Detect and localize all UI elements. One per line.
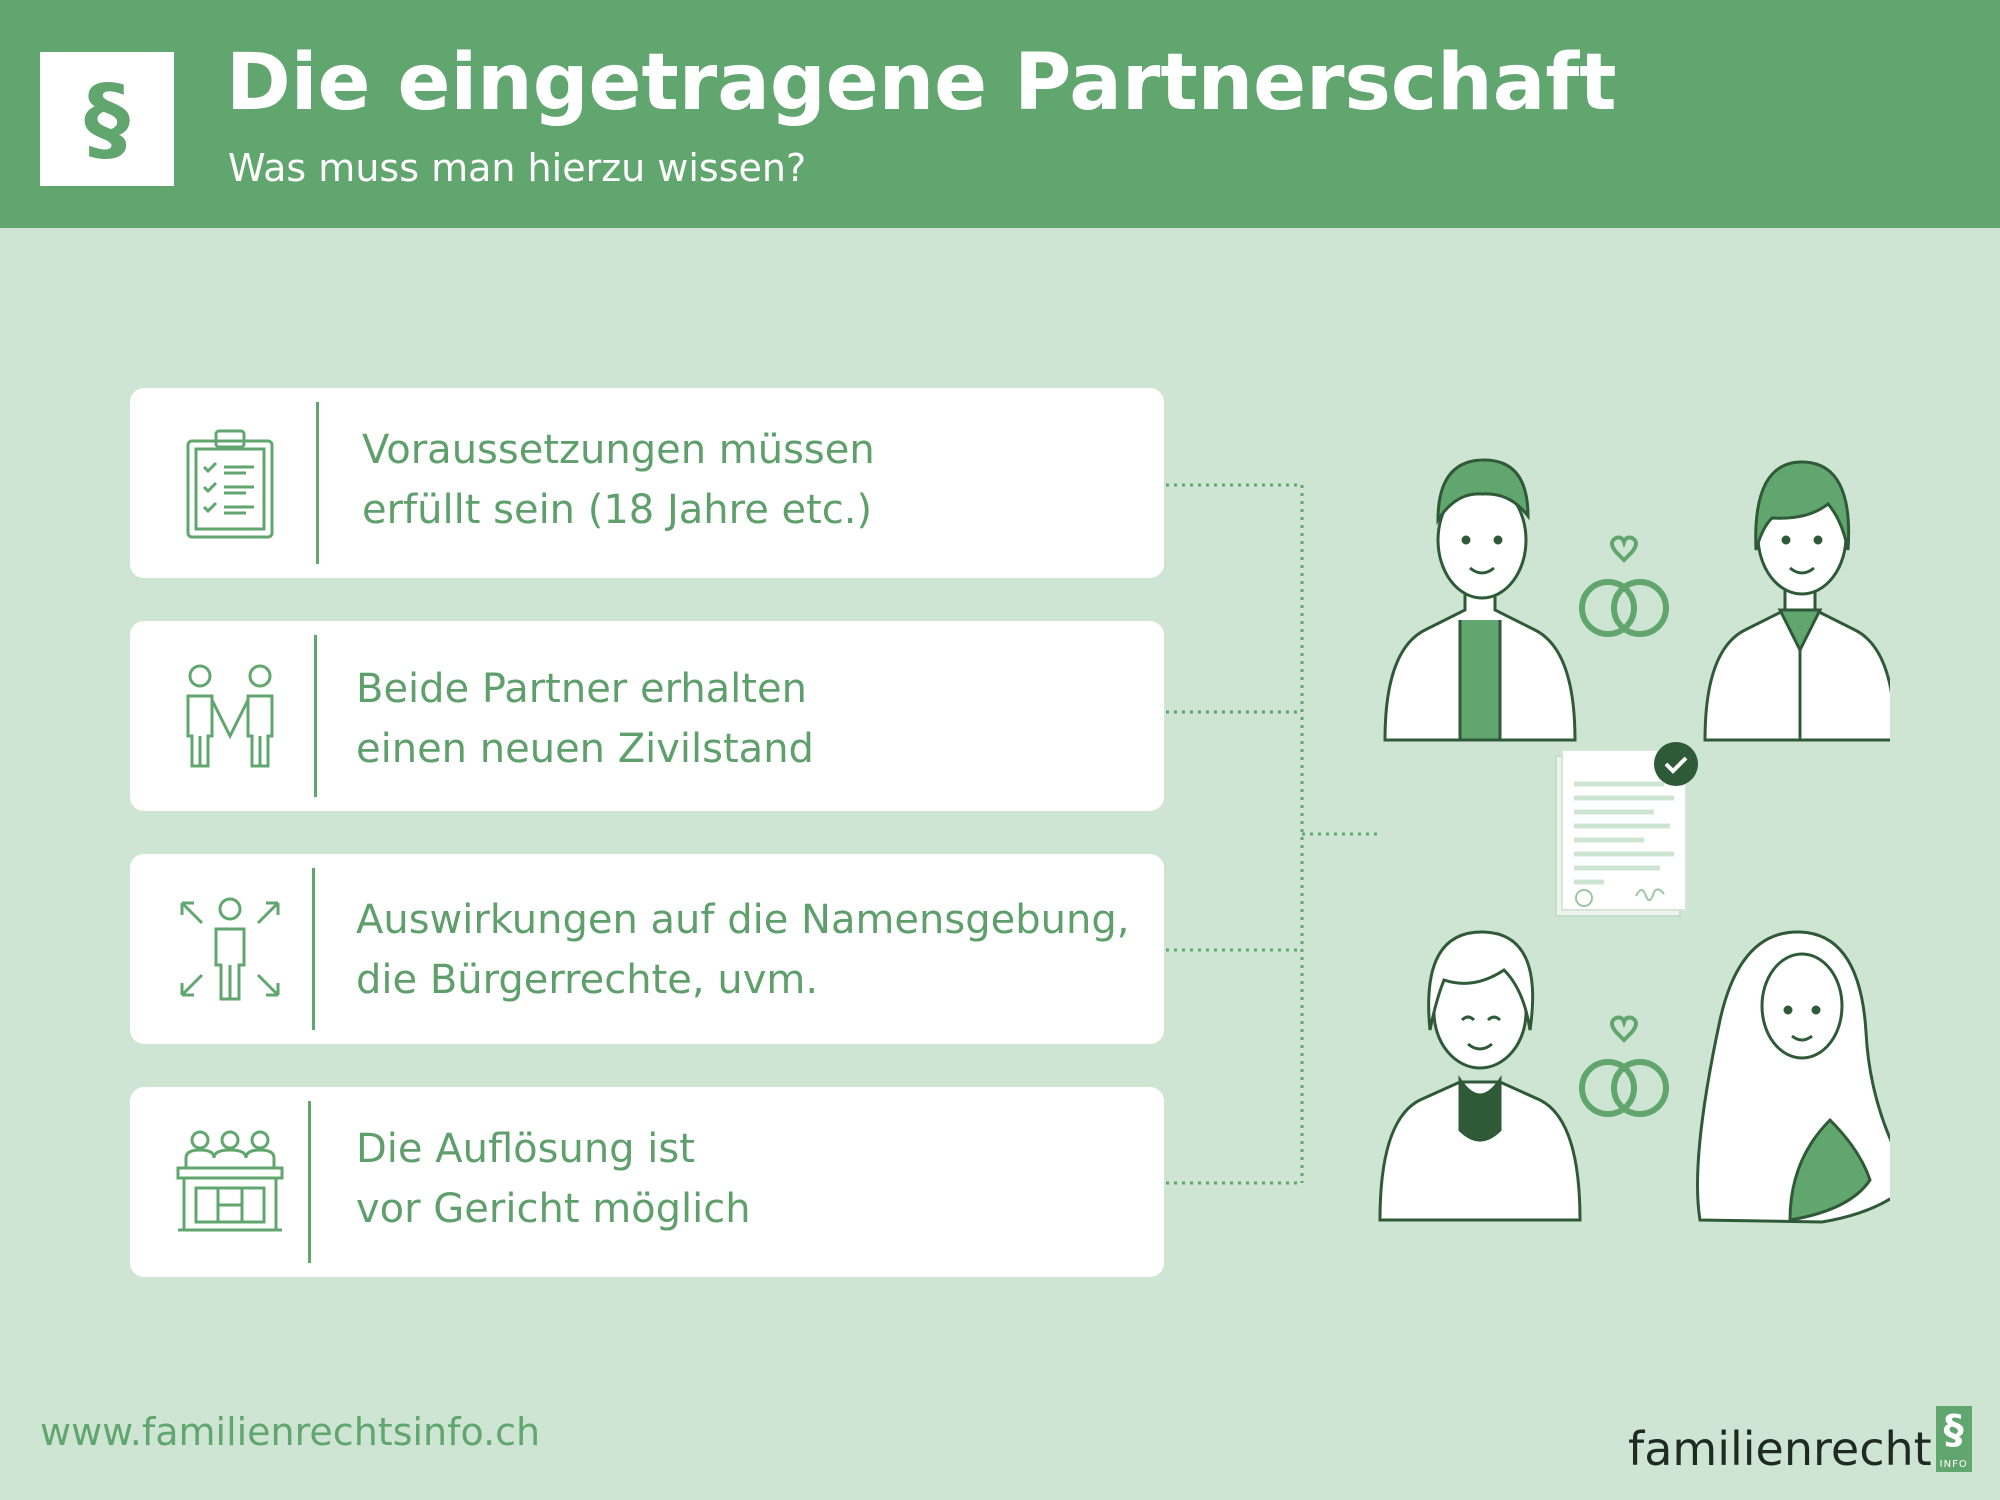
male-couple-icon [1383, 458, 1890, 742]
card-divider [312, 868, 315, 1030]
card-line-2: vor Gericht möglich [356, 1186, 751, 1232]
wedding-rings-heart-icon [1579, 1015, 1669, 1117]
info-card-civil-status: Beide Partner erhalten einen neuen Zivil… [130, 621, 1164, 811]
card-divider [316, 402, 319, 564]
info-card-requirements: Voraussetzungen müssen erfüllt sein (18 … [130, 388, 1164, 578]
info-card-dissolution: Die Auflösung ist vor Gericht möglich [130, 1087, 1164, 1277]
info-card-effects: Auswirkungen auf die Namensgebung, die B… [130, 854, 1164, 1044]
header-banner: § Die eingetragene Partnerschaft Was mus… [0, 0, 2000, 228]
card-line-1: Auswirkungen auf die Namensgebung, [356, 897, 1130, 943]
man-left-figure [1383, 458, 1577, 742]
card-line-1: Voraussetzungen müssen [362, 427, 875, 473]
page-title: Die eingetragene Partnerschaft [226, 38, 1617, 128]
card-text: Die Auflösung ist vor Gericht möglich [356, 1119, 751, 1239]
female-couple-icon [1378, 930, 1890, 1224]
brand-symbol: § [1943, 1407, 1964, 1453]
footer-website-url[interactable]: www.familienrechtsinfo.ch [40, 1410, 541, 1454]
couple-holding-hands-icon [186, 664, 274, 768]
court-judges-icon [176, 1130, 284, 1232]
brand-logo: familienrecht § INFO [1628, 1400, 1972, 1472]
card-divider [314, 635, 317, 797]
person-arrows-icon [180, 897, 280, 1001]
brand-paragraph-icon: § INFO [1935, 1406, 1972, 1472]
card-line-1: Die Auflösung ist [356, 1126, 695, 1172]
brand-tag: INFO [1939, 1459, 1968, 1470]
card-text: Voraussetzungen müssen erfüllt sein (18 … [362, 420, 875, 540]
woman-right-figure [1696, 930, 1890, 1224]
paragraph-symbol: § [84, 65, 130, 172]
card-line-2: einen neuen Zivilstand [356, 726, 814, 772]
page-subtitle: Was muss man hierzu wissen? [228, 146, 807, 190]
certificate-document-icon [1555, 742, 1698, 917]
paragraph-logo: § [40, 52, 174, 186]
brand-name: familienrecht [1628, 1422, 1932, 1476]
card-divider [308, 1101, 311, 1263]
card-text: Auswirkungen auf die Namensgebung, die B… [356, 890, 1129, 1010]
card-line-1: Beide Partner erhalten [356, 666, 807, 712]
card-line-2: erfüllt sein (18 Jahre etc.) [362, 487, 873, 533]
man-right-figure [1703, 460, 1890, 742]
card-line-2: die Bürgerrechte, uvm. [356, 957, 819, 1003]
wedding-rings-heart-icon [1579, 535, 1669, 637]
card-text: Beide Partner erhalten einen neuen Zivil… [356, 659, 814, 779]
woman-left-figure [1378, 930, 1582, 1222]
clipboard-checklist-icon [186, 429, 274, 539]
